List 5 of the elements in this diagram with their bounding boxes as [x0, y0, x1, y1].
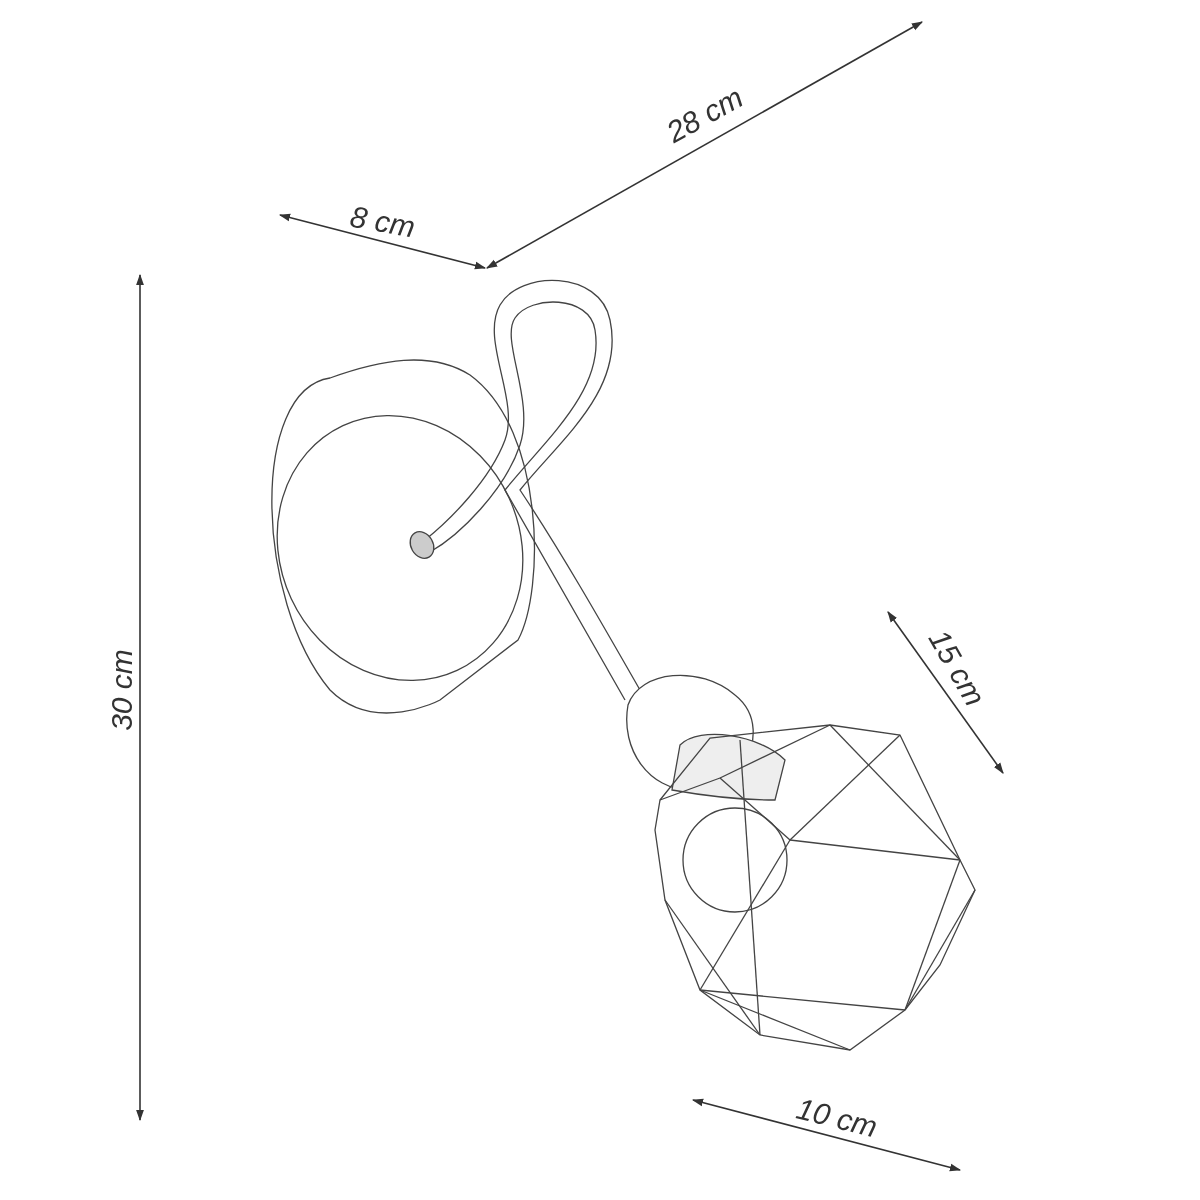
dimension-label: 28 cm: [661, 82, 748, 148]
dimension-label: 15 cm: [923, 625, 991, 711]
dimension-label: 10 cm: [793, 1093, 881, 1143]
dimension-label: 30 cm: [106, 649, 137, 731]
dimension-label: 8 cm: [347, 201, 417, 243]
